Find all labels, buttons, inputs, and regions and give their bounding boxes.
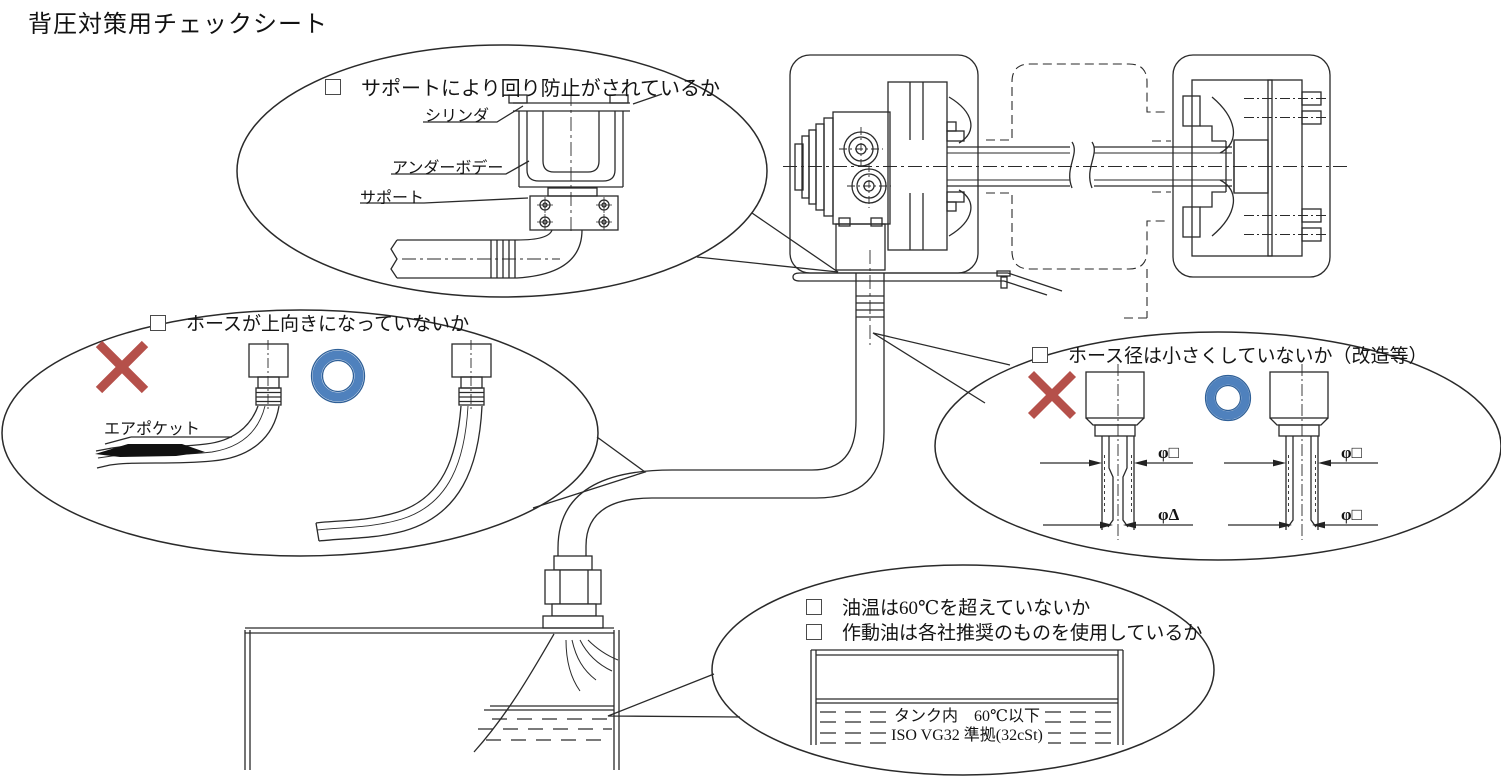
tank-oil-spec-note: ISO VG32 準拠(32cSt) xyxy=(816,721,1118,745)
check-item-oil-temp-label: 油温は60℃を超えていないか xyxy=(842,598,1091,619)
check-item-hose-up: ホースが上向きになっていないか xyxy=(150,309,469,336)
check-item-support: サポートにより回り防止がされているか xyxy=(325,72,720,101)
rod-end-assembly-drawing xyxy=(1172,54,1331,278)
support-bolts xyxy=(537,197,612,230)
checkbox-icon xyxy=(150,314,166,331)
dimension-arrows-bad xyxy=(1040,459,1193,529)
hose-diameter-detail-drawing xyxy=(1027,364,1378,540)
hose-dia-callout-tail xyxy=(872,332,1011,404)
cross-mark-icon xyxy=(95,340,149,394)
phantom-outline xyxy=(986,63,1171,319)
dim-label-good-top: φ□ xyxy=(1341,443,1362,462)
hose-dia-callout-bubble xyxy=(934,331,1501,561)
support-detail-drawing xyxy=(360,92,663,279)
check-item-hose-up-label: ホースが上向きになっていないか xyxy=(186,314,470,335)
hose-drawing xyxy=(542,250,885,629)
support-callout-tail xyxy=(696,212,839,273)
callout-bubbles xyxy=(1,44,1501,776)
tank-temp-note: タンク内 60℃以下 xyxy=(816,702,1118,726)
hose-up-callout-bubble xyxy=(1,309,599,557)
label-cylinder: シリンダ xyxy=(425,108,490,125)
check-item-oil-type-label: 作動油は各社推奨のものを使用しているか xyxy=(842,623,1203,644)
oil-tank-drawing xyxy=(244,627,620,770)
checkbox-icon xyxy=(806,623,822,640)
dim-label-bad-bottom: φΔ xyxy=(1158,505,1180,524)
cylinder-assembly-drawing xyxy=(783,54,1348,296)
label-support: サポート xyxy=(360,190,425,207)
checkbox-icon xyxy=(1032,346,1048,363)
support-callout-bubble xyxy=(236,44,768,298)
check-item-hose-diameter-label: ホース径は小さくしていないか（改造等） xyxy=(1068,346,1428,367)
check-item-oil-temp: 油温は60℃を超えていないか xyxy=(806,593,1090,620)
checkbox-icon xyxy=(325,78,341,95)
check-item-hose-diameter: ホース径は小さくしていないか（改造等） xyxy=(1032,341,1427,368)
hose-up-callout-tail xyxy=(532,436,647,509)
page-title: 背圧対策用チェックシート xyxy=(28,12,328,38)
dimension-arrows-good xyxy=(1224,459,1378,529)
label-air-pocket: エアポケット xyxy=(104,421,201,438)
tank-detail-drawing xyxy=(810,649,1124,745)
circle-mark-icon xyxy=(1204,374,1252,422)
check-item-oil-type: 作動油は各社推奨のものを使用しているか xyxy=(806,618,1202,645)
dim-label-bad-top: φ□ xyxy=(1158,443,1179,462)
checkbox-icon xyxy=(806,598,822,615)
cross-mark-icon xyxy=(1027,370,1077,420)
callout-tails xyxy=(532,212,1011,718)
label-underbody: アンダーボデー xyxy=(392,160,504,177)
oil-callout-bubble xyxy=(711,564,1215,776)
dim-label-good-bottom: φ□ xyxy=(1341,505,1362,524)
circle-mark-icon xyxy=(310,348,366,404)
air-pocket-shape xyxy=(95,444,205,457)
oil-callout-tail xyxy=(607,673,741,718)
check-item-support-label: サポートにより回り防止がされているか xyxy=(361,78,720,100)
hose-direction-detail-drawing xyxy=(95,340,492,542)
